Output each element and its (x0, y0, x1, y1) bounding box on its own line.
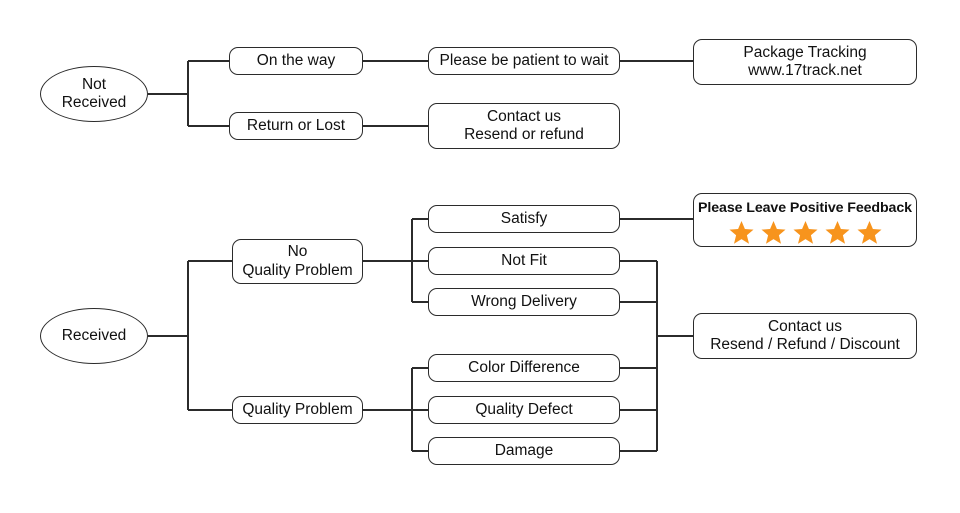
node-satisfy[interactable]: Satisfy (428, 205, 620, 233)
star-icon[interactable] (857, 220, 882, 245)
node-please-be-patient[interactable]: Please be patient to wait (428, 47, 620, 75)
node-no-quality-problem[interactable]: No Quality Problem (232, 239, 363, 284)
node-wrong-delivery-label: Wrong Delivery (471, 292, 577, 310)
node-quality-problem-label: Quality Problem (242, 400, 353, 418)
node-no-quality-problem-line2: Quality Problem (242, 261, 353, 279)
star-icon[interactable] (729, 220, 754, 245)
node-not-received-line2: Received (61, 94, 127, 111)
node-satisfy-label: Satisfy (500, 209, 548, 227)
node-damage[interactable]: Damage (428, 437, 620, 465)
node-return-or-lost-label: Return or Lost (246, 116, 346, 134)
node-color-difference-label: Color Difference (468, 358, 580, 376)
node-contact-resend-refund-discount[interactable]: Contact us Resend / Refund / Discount (693, 313, 917, 359)
node-quality-defect-label: Quality Defect (475, 400, 573, 418)
star-icon[interactable] (793, 220, 818, 245)
node-positive-feedback[interactable]: Please Leave Positive Feedback (693, 193, 917, 247)
node-damage-label: Damage (494, 441, 554, 459)
node-color-difference[interactable]: Color Difference (428, 354, 620, 382)
node-contact-resend-or-refund-line2: Resend or refund (464, 126, 584, 143)
node-please-be-patient-label: Please be patient to wait (439, 51, 609, 69)
node-not-fit[interactable]: Not Fit (428, 247, 620, 275)
node-contact-resend-refund-discount-line2: Resend / Refund / Discount (710, 336, 900, 353)
node-package-tracking-line1: Package Tracking (743, 43, 867, 61)
node-contact-resend-refund-discount-line1: Contact us (767, 317, 843, 335)
node-return-or-lost[interactable]: Return or Lost (229, 112, 363, 140)
feedback-title: Please Leave Positive Feedback (698, 200, 912, 216)
node-quality-problem[interactable]: Quality Problem (232, 396, 363, 424)
node-contact-resend-or-refund-line1: Contact us (486, 107, 562, 125)
node-on-the-way-label: On the way (256, 51, 336, 69)
star-icon[interactable] (761, 220, 786, 245)
node-received-label: Received (61, 326, 127, 344)
node-not-received[interactable]: Not Received (40, 66, 148, 122)
star-rating[interactable] (729, 220, 882, 245)
node-received[interactable]: Received (40, 308, 148, 364)
node-package-tracking[interactable]: Package Tracking www.17track.net (693, 39, 917, 85)
node-no-quality-problem-line1: No (287, 243, 308, 261)
star-icon[interactable] (825, 220, 850, 245)
node-quality-defect[interactable]: Quality Defect (428, 396, 620, 424)
node-package-tracking-line2: www.17track.net (748, 62, 862, 79)
node-contact-resend-or-refund[interactable]: Contact us Resend or refund (428, 103, 620, 149)
node-not-fit-label: Not Fit (501, 251, 547, 269)
node-not-received-line1: Not (81, 75, 107, 93)
node-wrong-delivery[interactable]: Wrong Delivery (428, 288, 620, 316)
node-on-the-way[interactable]: On the way (229, 47, 363, 75)
